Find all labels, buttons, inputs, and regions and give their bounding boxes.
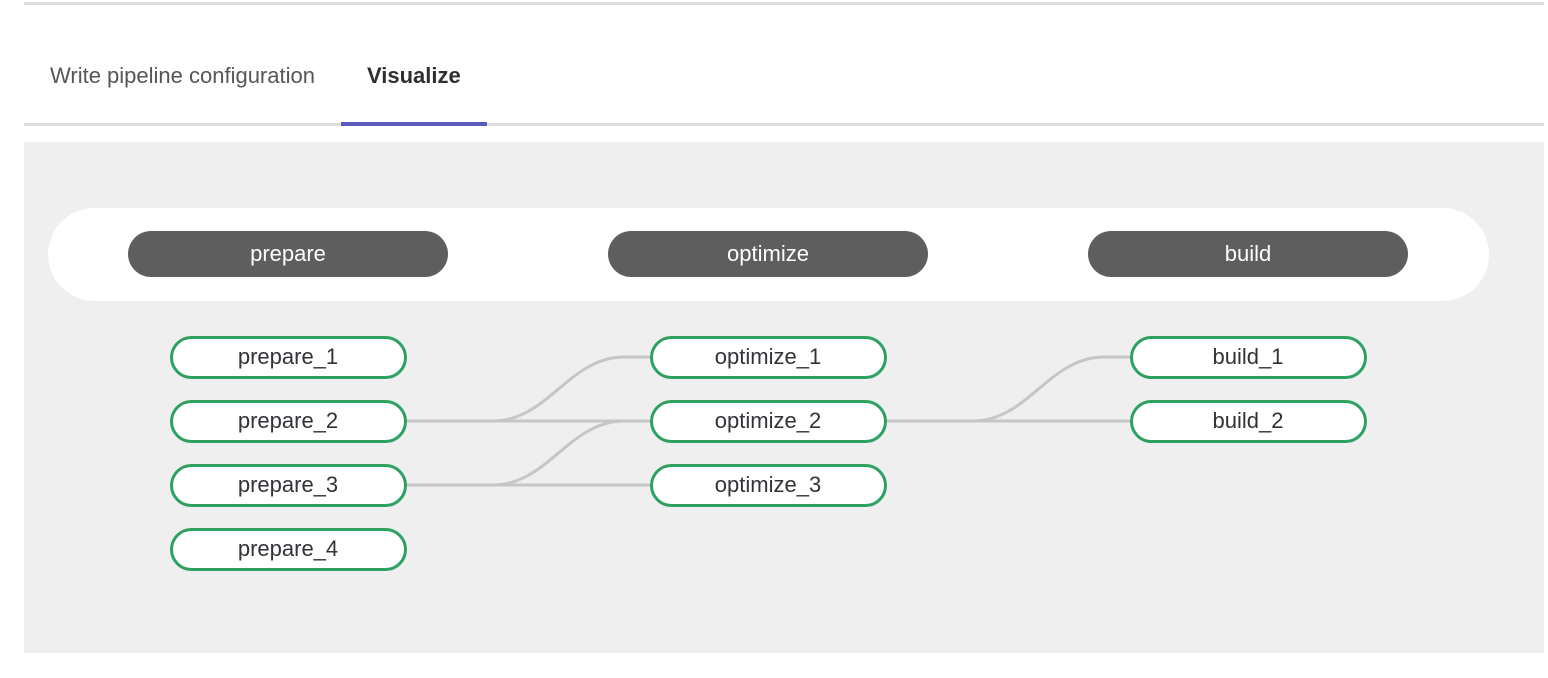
job-link-prepare_2-to-optimize_1	[405, 355, 651, 423]
job-node-optimize_2[interactable]: optimize_2	[649, 399, 887, 443]
tab-visualize[interactable]: Visualize	[340, 29, 487, 126]
tab-bar: Write pipeline configuration Visualize	[24, 29, 1544, 126]
job-node-prepare_3[interactable]: prepare_3	[169, 463, 407, 507]
job-node-build_2[interactable]: build_2	[1129, 399, 1367, 443]
tab-write-pipeline-configuration[interactable]: Write pipeline configuration	[24, 29, 341, 123]
job-node-build_1[interactable]: build_1	[1129, 335, 1367, 379]
job-node-prepare_4[interactable]: prepare_4	[169, 527, 407, 571]
job-node-optimize_3[interactable]: optimize_3	[649, 463, 887, 507]
stage-pill-optimize: optimize	[608, 231, 928, 277]
job-node-prepare_2[interactable]: prepare_2	[169, 399, 407, 443]
tab-label: Visualize	[366, 63, 461, 88]
active-tab-indicator	[340, 122, 487, 126]
stage-pill-build: build	[1088, 231, 1408, 277]
job-link-prepare_3-to-optimize_2	[405, 419, 651, 487]
top-divider	[24, 2, 1544, 5]
job-links-layer	[405, 355, 1131, 487]
tab-label: Write pipeline configuration	[50, 63, 315, 88]
stage-pill-prepare: prepare	[128, 231, 448, 277]
job-link-optimize_2-to-build_1	[885, 355, 1131, 423]
job-node-optimize_1[interactable]: optimize_1	[649, 335, 887, 379]
job-node-prepare_1[interactable]: prepare_1	[169, 335, 407, 379]
